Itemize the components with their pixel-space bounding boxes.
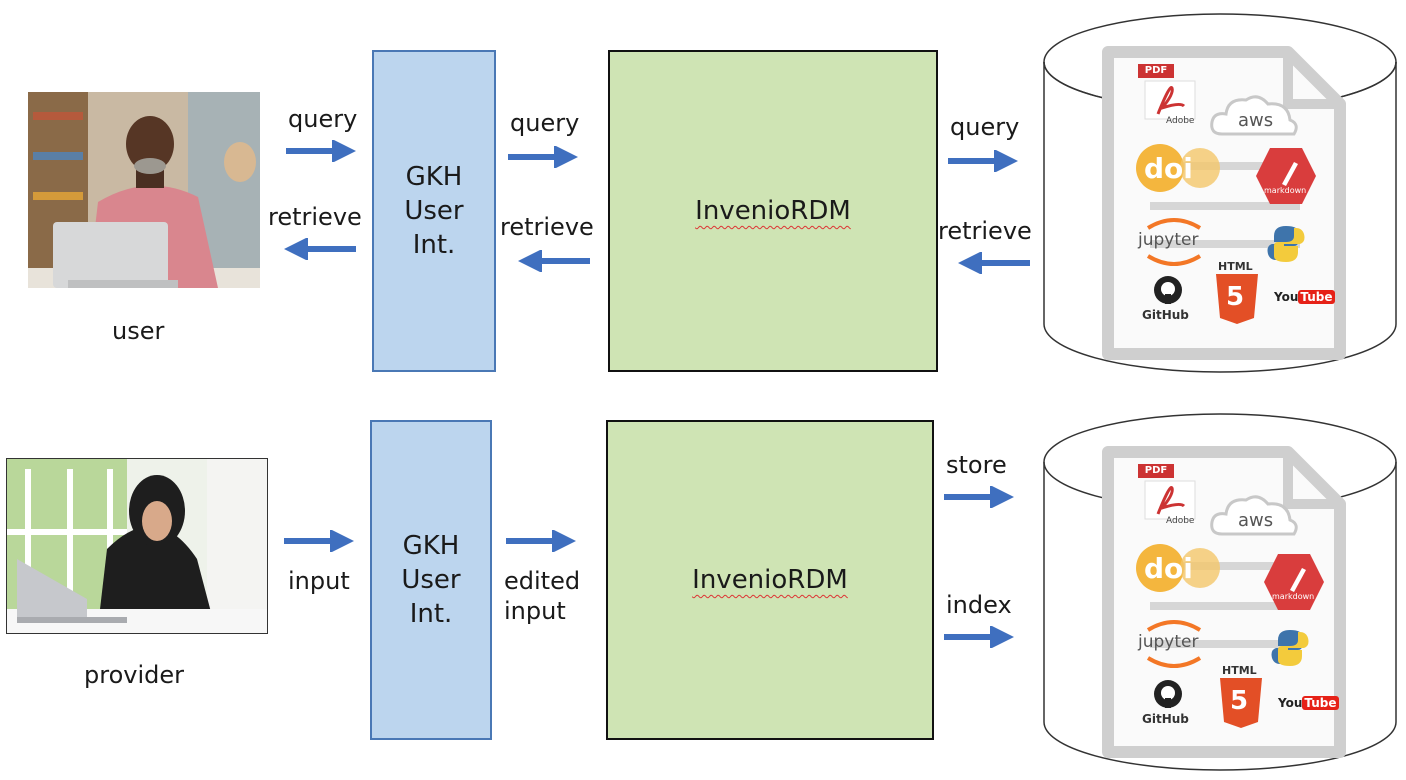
pdf-caption: Adobe — [1166, 516, 1195, 526]
youtube-tube: Tube — [1298, 290, 1335, 304]
markdown-text: markdown — [1272, 592, 1315, 601]
jupyter-text: jupyter — [1138, 230, 1199, 250]
input-label: input — [288, 567, 350, 595]
retrieve-label-3: retrieve — [938, 217, 1032, 245]
html5-digit: 5 — [1230, 686, 1249, 716]
pdf-icon: PDF Adobe — [1138, 64, 1198, 128]
html-text: HTML — [1218, 260, 1253, 273]
github-icon: GitHub — [1140, 274, 1200, 328]
retrieve-label-2: retrieve — [500, 213, 594, 241]
inveniordm-label: InvenioRDM — [695, 196, 851, 226]
html-text: HTML — [1222, 664, 1257, 677]
query-label-2: query — [510, 109, 580, 137]
user-label: user — [112, 317, 165, 345]
python-icon — [1266, 224, 1306, 264]
query-label-1: query — [288, 105, 358, 133]
inveniordm-label-bottom: InvenioRDM — [692, 565, 848, 595]
html5-icon: HTML 5 — [1216, 664, 1266, 730]
github-icon: GitHub — [1140, 678, 1200, 732]
index-arrow — [944, 626, 1014, 648]
gkh-user-interface-box-bottom: GKH User Int. — [370, 420, 492, 740]
youtube-you: You — [1278, 696, 1303, 710]
aws-text: aws — [1238, 510, 1274, 531]
github-text: GitHub — [1142, 712, 1189, 726]
html5-icon: HTML 5 — [1212, 260, 1262, 326]
gkh-user-interface-box: GKH User Int. — [372, 50, 496, 372]
aws-icon: aws — [1208, 90, 1300, 148]
repository-database: PDF Adobe aws doi markdown jupyter — [1040, 6, 1400, 374]
retrieve-arrow-1 — [284, 238, 356, 260]
index-label: index — [946, 591, 1012, 619]
github-text: GitHub — [1142, 308, 1189, 322]
edited-input-arrow — [506, 530, 576, 552]
aws-icon: aws — [1208, 490, 1300, 548]
doi-icon: doi — [1136, 544, 1236, 594]
youtube-you: You — [1274, 290, 1299, 304]
pdf-badge: PDF — [1138, 64, 1174, 78]
query-arrow-2 — [508, 146, 578, 168]
inveniordm-box: InvenioRDM — [608, 50, 938, 372]
pdf-badge: PDF — [1138, 464, 1174, 478]
user-photo — [28, 92, 260, 288]
store-arrow — [944, 486, 1014, 508]
query-label-3: query — [950, 113, 1020, 141]
markdown-icon: markdown — [1254, 146, 1318, 206]
provider-photo — [6, 458, 268, 634]
doi-text: doi — [1144, 552, 1193, 585]
store-label: store — [946, 451, 1007, 479]
query-arrow-1 — [286, 140, 356, 162]
retrieve-label-1: retrieve — [268, 203, 362, 231]
repository-database-bottom: PDF Adobe aws doi markdown jupyter — [1040, 406, 1400, 774]
jupyter-text: jupyter — [1138, 632, 1199, 652]
aws-text: aws — [1238, 110, 1274, 131]
inveniordm-box-bottom: InvenioRDM — [606, 420, 934, 740]
query-arrow-3 — [948, 150, 1018, 172]
pdf-icon: PDF Adobe — [1138, 464, 1198, 528]
provider-label: provider — [84, 661, 184, 689]
retrieve-arrow-2 — [518, 250, 590, 272]
doi-icon: doi — [1136, 144, 1236, 194]
markdown-text: markdown — [1264, 186, 1307, 195]
python-icon — [1270, 628, 1310, 668]
jupyter-icon: jupyter — [1136, 616, 1216, 672]
retrieve-arrow-3 — [958, 252, 1030, 274]
youtube-tube: Tube — [1302, 696, 1339, 710]
html5-digit: 5 — [1226, 282, 1245, 312]
edited-input-label: edited input — [504, 567, 581, 625]
doi-text: doi — [1144, 152, 1193, 185]
input-arrow — [284, 530, 354, 552]
jupyter-icon: jupyter — [1136, 214, 1216, 270]
markdown-icon: markdown — [1262, 552, 1326, 612]
pdf-caption: Adobe — [1166, 116, 1195, 126]
